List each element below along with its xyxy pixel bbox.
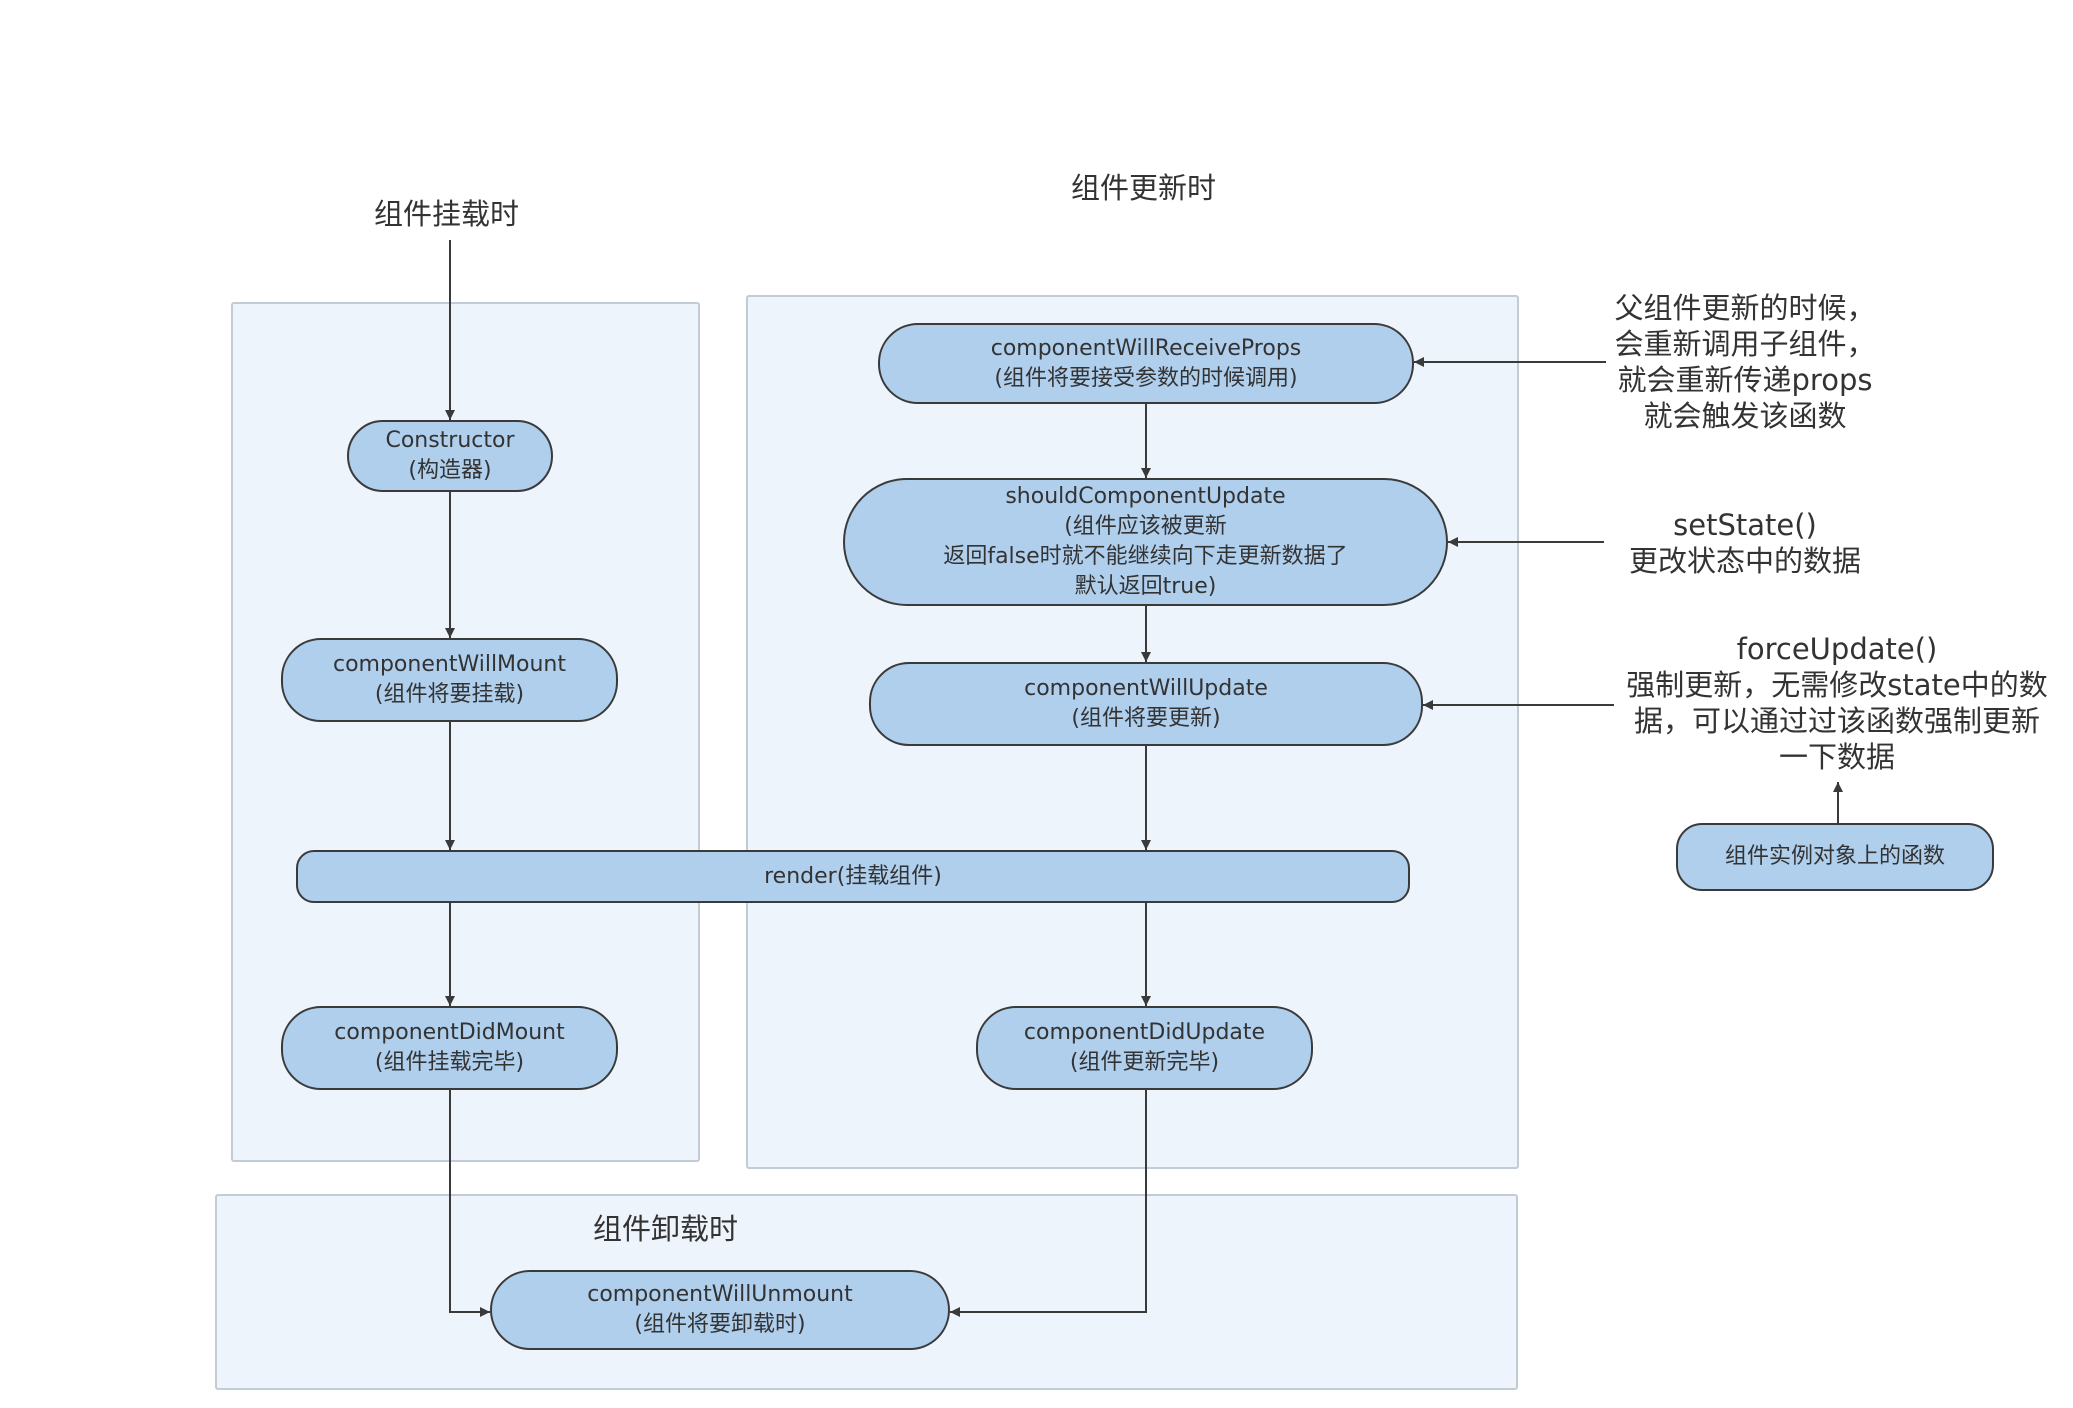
should-component-update-node: shouldComponentUpdate (组件应该被更新 返回false时就… <box>843 478 1448 606</box>
arrow-didupdate-to-willunmount <box>950 1090 1147 1317</box>
force-update-desc-2: 据，可以通过过该函数强制更新 <box>1633 704 2040 738</box>
will-unmount-name: componentWillUnmount <box>587 1282 853 1307</box>
force-update-annotation: forceUpdate() 强制更新，无需修改state中的数 据，可以通过过该… <box>1614 631 2060 775</box>
component-did-update-node: componentDidUpdate (组件更新完毕) <box>976 1006 1313 1090</box>
did-update-name: componentDidUpdate <box>1023 1020 1266 1045</box>
will-receive-props-desc: (组件将要接受参数的时候调用) <box>994 365 1298 391</box>
parent-update-line-3: 就会重新传递props <box>1617 363 1873 397</box>
mount-region-title: 组件挂载时 <box>374 197 520 231</box>
arrow-didmount-to-willunmount <box>449 1090 490 1317</box>
parent-update-annotation: 父组件更新的时候， 会重新调用子组件， 就会重新传递props 就会触发该函数 <box>1600 290 1890 434</box>
will-mount-name: componentWillMount <box>332 652 567 677</box>
component-will-receive-props-node: componentWillReceiveProps (组件将要接受参数的时候调用… <box>878 323 1414 404</box>
render-label: render(挂载组件) <box>764 863 942 889</box>
should-update-desc-1: (组件应该被更新 <box>1064 514 1227 539</box>
constructor-desc: (构造器) <box>408 458 492 483</box>
should-update-desc-2: 返回false时就不能继续向下走更新数据了 <box>943 544 1348 569</box>
did-mount-name: componentDidMount <box>334 1020 565 1045</box>
did-mount-desc: (组件挂载完毕) <box>374 1050 525 1075</box>
component-did-mount-node: componentDidMount (组件挂载完毕) <box>281 1006 618 1090</box>
component-will-mount-node: componentWillMount (组件将要挂载) <box>281 638 618 722</box>
set-state-name: setState() <box>1673 508 1817 542</box>
instance-function-node: 组件实例对象上的函数 <box>1676 823 1994 891</box>
component-will-update-node: componentWillUpdate (组件将要更新) <box>869 662 1423 746</box>
will-unmount-desc: (组件将要卸载时) <box>634 1312 806 1337</box>
parent-update-line-4: 就会触发该函数 <box>1643 399 1847 433</box>
parent-update-line-2: 会重新调用子组件， <box>1614 327 1876 361</box>
parent-update-line-1: 父组件更新的时候， <box>1614 291 1876 325</box>
render-node: render(挂载组件) <box>296 850 1410 903</box>
force-update-name: forceUpdate() <box>1736 632 1938 666</box>
should-update-desc-3: 默认返回true) <box>1074 574 1217 599</box>
did-update-desc: (组件更新完毕) <box>1069 1050 1220 1075</box>
update-region-title: 组件更新时 <box>1071 171 1217 205</box>
constructor-node: Constructor (构造器) <box>347 420 553 492</box>
constructor-name: Constructor <box>385 428 515 453</box>
force-update-desc-3: 一下数据 <box>1778 740 1895 774</box>
force-update-desc-1: 强制更新，无需修改state中的数 <box>1626 668 2048 702</box>
set-state-annotation: setState() 更改状态中的数据 <box>1600 507 1890 579</box>
unmount-region-title: 组件卸载时 <box>593 1212 739 1246</box>
will-mount-desc: (组件将要挂载) <box>374 682 525 707</box>
will-update-name: componentWillUpdate <box>1024 676 1268 701</box>
component-will-unmount-node: componentWillUnmount (组件将要卸载时) <box>490 1270 950 1350</box>
will-update-desc: (组件将要更新) <box>1071 706 1221 731</box>
should-update-name: shouldComponentUpdate <box>1005 484 1286 509</box>
instance-function-label: 组件实例对象上的函数 <box>1724 844 1945 869</box>
set-state-desc: 更改状态中的数据 <box>1628 544 1861 578</box>
will-receive-props-name: componentWillReceiveProps <box>990 335 1302 361</box>
